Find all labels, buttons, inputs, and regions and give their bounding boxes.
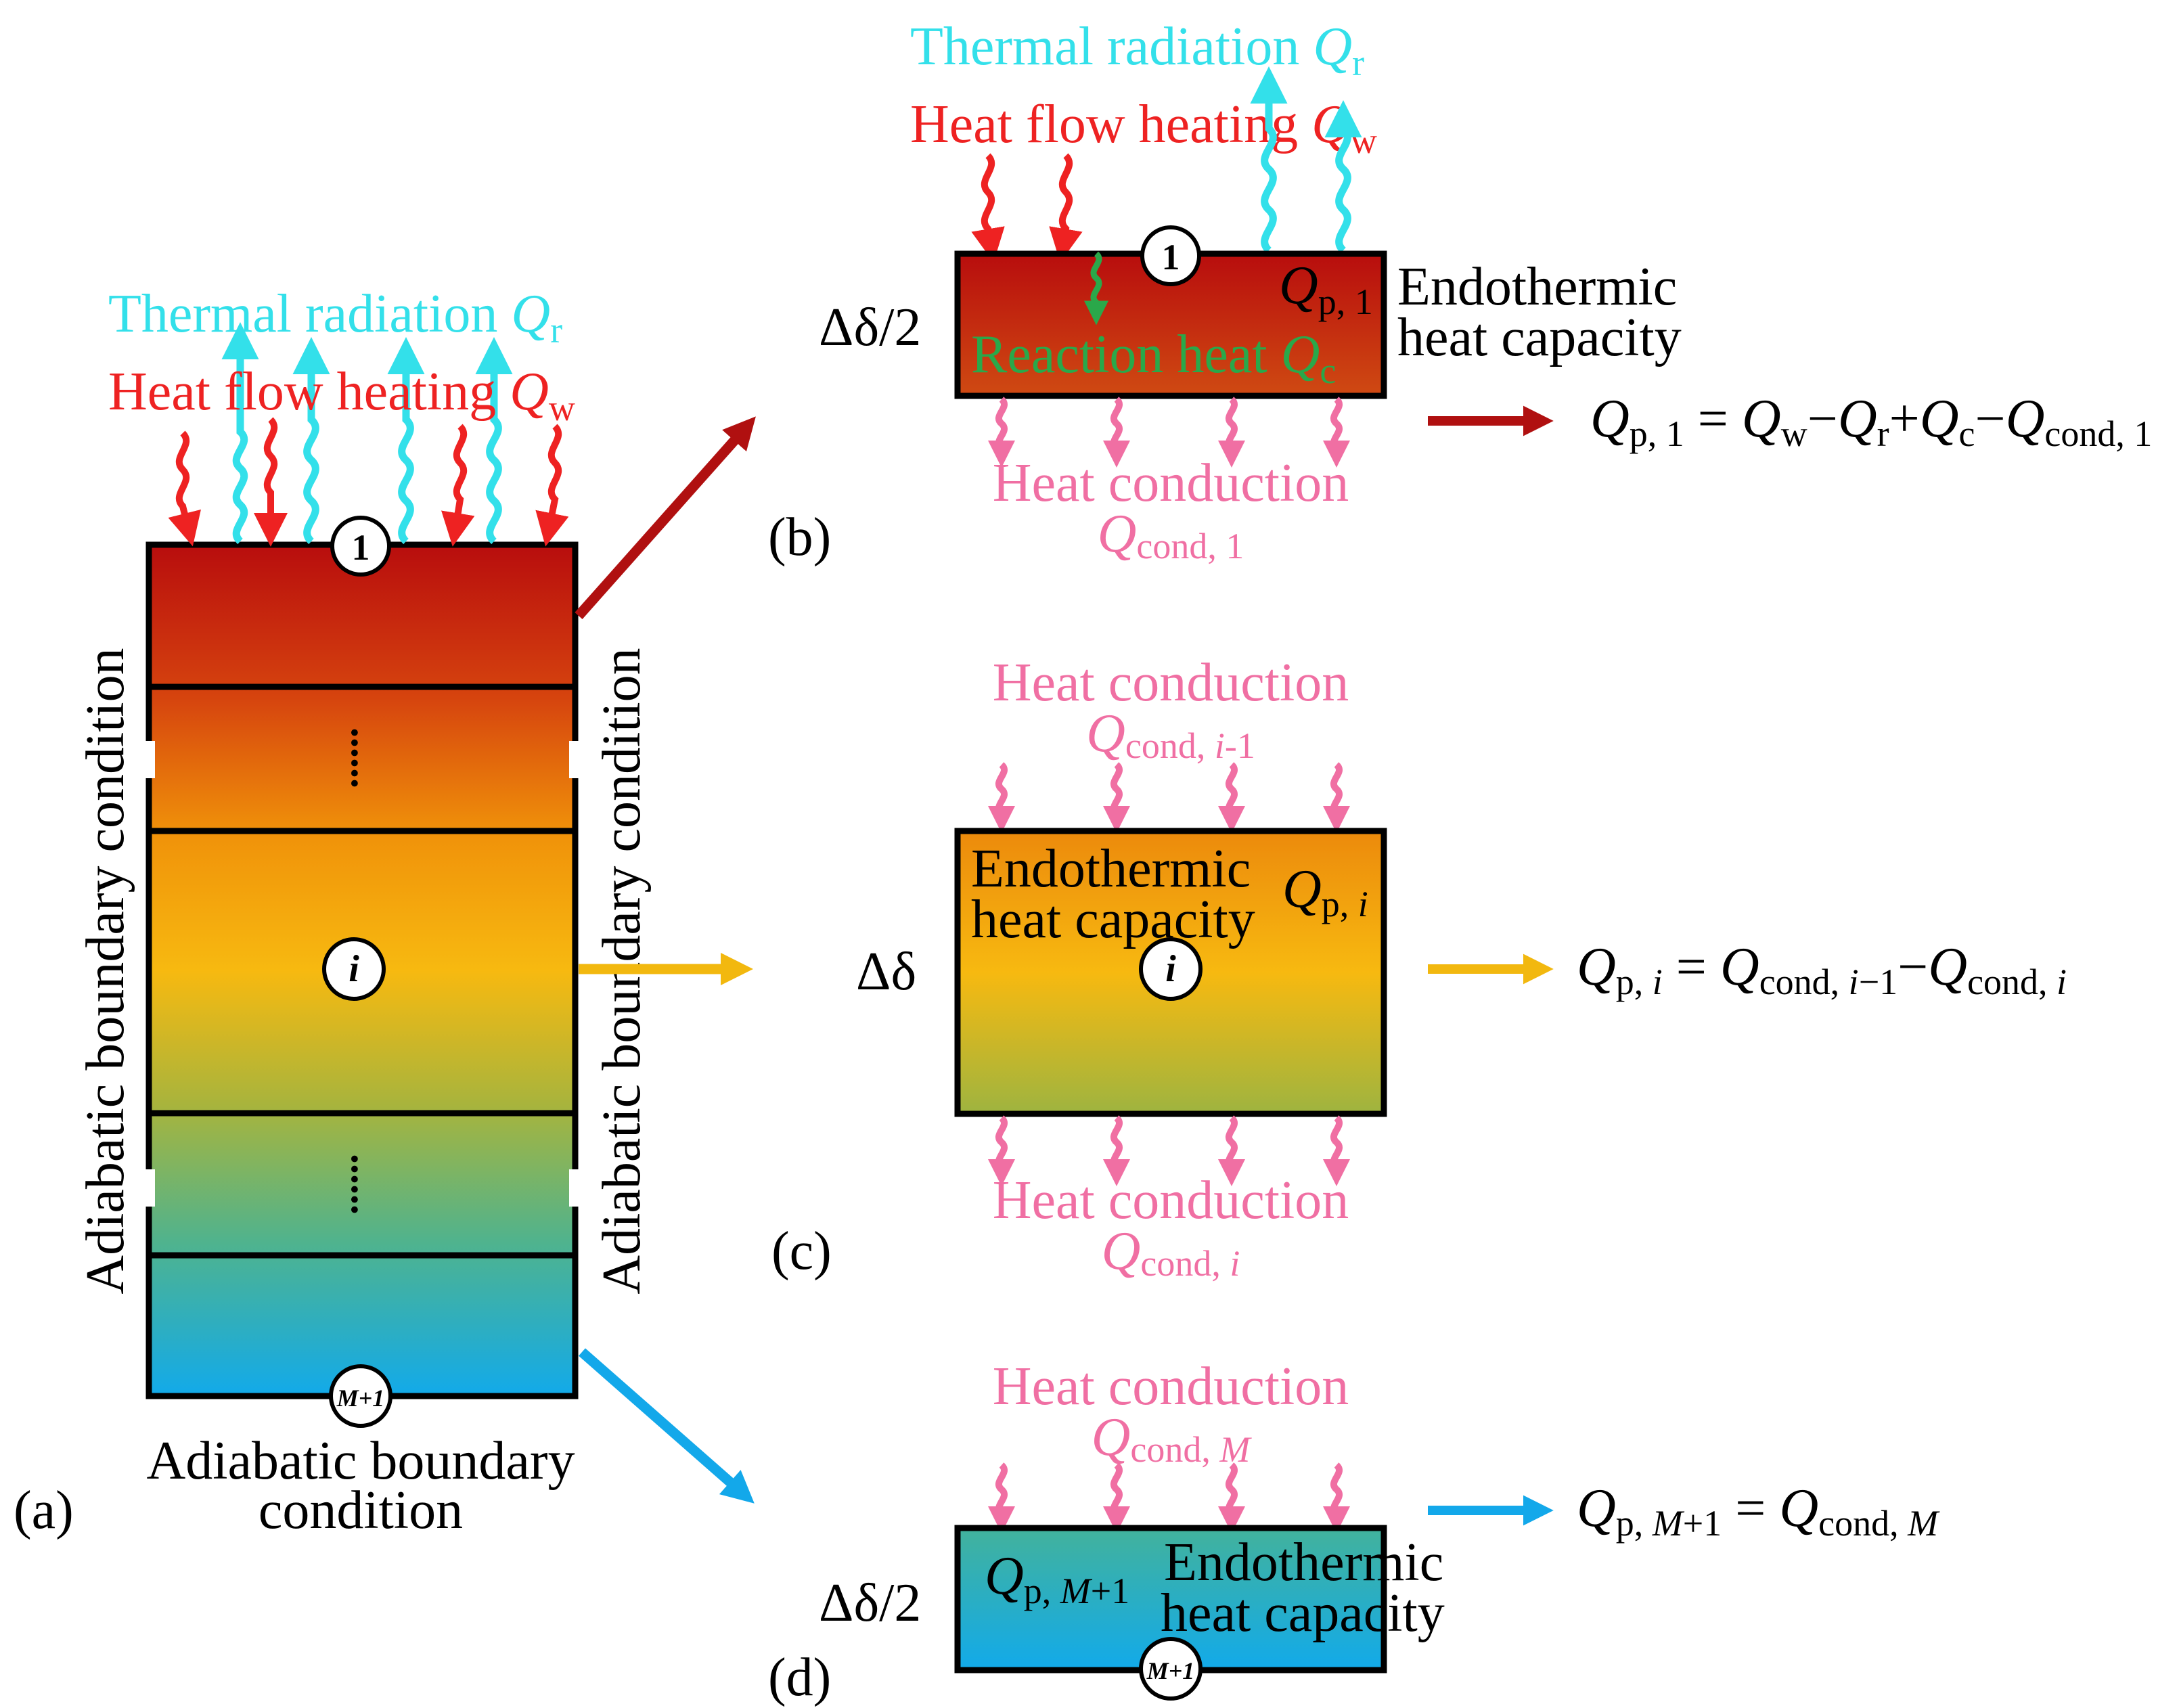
- connector-arrow-bottom: [579, 1348, 755, 1504]
- b-heat-flow-heating-label: Heat flow heating Qw: [910, 95, 1377, 161]
- radiation-wave-arrow: [221, 322, 259, 545]
- thermal-radiation-label: Thermal radiation Qr: [108, 284, 562, 351]
- heating-wave-arrow: [168, 430, 201, 547]
- b-heating-wave-arrow: [971, 153, 1005, 263]
- c-bottom-conduction-wave-arrow: [988, 1115, 1015, 1186]
- border-gap: [569, 1169, 581, 1207]
- c-node-i: [1139, 937, 1203, 1001]
- heating-wave-arrow: [254, 417, 288, 547]
- radiation-wave-arrow: [475, 337, 513, 545]
- ellipsis-upper: ......: [343, 727, 388, 788]
- d-conduction-wave-arrow: [1218, 1462, 1245, 1533]
- b-reaction-wave-arrow: [1084, 251, 1108, 325]
- d-thickness-label: Δδ/2: [819, 1573, 921, 1633]
- d-endothermic-line1: Endothermic: [1164, 1533, 1443, 1592]
- c-thickness-label: Δδ: [856, 942, 916, 1002]
- d-q-cond-label: Qcond, M: [1092, 1408, 1253, 1470]
- panel-d-label: (d): [768, 1648, 831, 1707]
- d-node-m-plus-1-label: M+1: [1146, 1657, 1195, 1684]
- panel-b: Thermal radiation Qr Heat flow heating Q…: [768, 17, 2152, 567]
- c-bottom-conduction-wave-arrow: [1323, 1115, 1350, 1186]
- panel-b-label: (b): [768, 508, 831, 567]
- node-1-label: 1: [352, 527, 370, 568]
- c-bottom-q-cond-label: Qcond, i: [1102, 1221, 1240, 1284]
- d-node-m-plus-1: [1139, 1637, 1203, 1701]
- c-top-conduction-wave-arrow: [1218, 762, 1245, 833]
- c-endothermic-line1: Endothermic: [971, 839, 1251, 899]
- border-gap: [143, 741, 155, 778]
- d-conduction-wave-arrow: [988, 1462, 1015, 1533]
- b-reaction-heat-label: Reaction heat Qc: [971, 325, 1336, 391]
- panel-c: Heat conduction Qcond, i-1 Endothermic h…: [771, 653, 2067, 1284]
- node-m-plus-1-label: M+1: [336, 1385, 385, 1412]
- panel-d: Heat conduction Qcond, M Qp, M+1 Endothe…: [768, 1357, 1940, 1707]
- c-node-i-label: i: [1165, 948, 1176, 990]
- c-top-q-cond-label: Qcond, i-1: [1086, 704, 1255, 766]
- left-adiabatic-boundary-label: Adiabatic boundary condition: [76, 648, 135, 1294]
- d-heat-conduction-label: Heat conduction: [993, 1357, 1349, 1416]
- b-node-1-label: 1: [1162, 237, 1180, 277]
- c-balance-equation: Qp, i = Qcond, i−1−Qcond, i: [1577, 937, 2067, 1002]
- d-qp-label: Qp, M+1: [985, 1546, 1129, 1611]
- border-gap: [143, 1169, 155, 1207]
- b-thickness-label: Δδ/2: [819, 298, 921, 357]
- b-q-cond-label: Qcond, 1: [1098, 504, 1244, 566]
- bottom-adiabatic-boundary-line1: Adiabatic boundary: [146, 1431, 575, 1491]
- b-node-1: [1140, 225, 1201, 286]
- b-heat-conduction-label: Heat conduction: [993, 453, 1349, 513]
- heat-flow-heating-label: Heat flow heating Qw: [108, 362, 575, 428]
- c-qp-label: Qp, i: [1282, 859, 1368, 924]
- border-gap: [569, 741, 581, 778]
- b-conduction-wave-arrow: [1218, 397, 1245, 468]
- c-bottom-conduction-wave-arrow: [1103, 1115, 1130, 1186]
- bottom-adiabatic-boundary-line2: condition: [259, 1481, 463, 1540]
- d-conduction-wave-arrow: [1323, 1462, 1350, 1533]
- connector-arrow-top: [575, 416, 756, 619]
- b-radiation-wave-arrow: [1250, 66, 1288, 254]
- b-radiation-wave-arrow: [1324, 100, 1362, 254]
- b-conduction-wave-arrow: [1103, 397, 1130, 468]
- d-conduction-wave-arrow: [1103, 1462, 1130, 1533]
- b-endothermic-line1: Endothermic: [1397, 257, 1677, 317]
- radiation-wave-arrow: [292, 337, 330, 545]
- node-i-label: i: [349, 948, 359, 990]
- c-top-heat-conduction-label: Heat conduction: [993, 653, 1349, 713]
- panel-a-label: (a): [14, 1481, 74, 1540]
- b-thermal-radiation-label: Thermal radiation Qr: [910, 17, 1364, 83]
- radiation-wave-arrow: [387, 337, 425, 545]
- c-endothermic-line2: heat capacity: [971, 890, 1255, 949]
- c-top-conduction-wave-arrow: [1323, 762, 1350, 833]
- node-1: [330, 516, 391, 577]
- heating-wave-arrow: [535, 424, 569, 547]
- c-bottom-heat-conduction-label: Heat conduction: [993, 1171, 1349, 1230]
- b-qp-label: Qp, 1: [1279, 256, 1373, 322]
- b-conduction-wave-arrow: [1323, 397, 1350, 468]
- node-i: [322, 937, 386, 1001]
- c-top-conduction-wave-arrow: [988, 762, 1015, 833]
- heating-wave-arrow: [441, 424, 475, 547]
- node-m-plus-1: [329, 1364, 392, 1428]
- c-bottom-conduction-wave-arrow: [1218, 1115, 1245, 1186]
- d-balance-equation: Qp, M+1 = Qcond, M: [1577, 1479, 1940, 1544]
- b-endothermic-line2: heat capacity: [1397, 308, 1682, 367]
- c-top-conduction-wave-arrow: [1103, 762, 1130, 833]
- d-endothermic-line2: heat capacity: [1161, 1583, 1445, 1643]
- b-heating-wave-arrow: [1049, 153, 1083, 263]
- b-balance-equation: Qp, 1 = Qw−Qr+Qc−Qcond, 1: [1590, 389, 2152, 454]
- b-conduction-wave-arrow: [988, 397, 1015, 468]
- panel-c-label: (c): [771, 1221, 832, 1281]
- ellipsis-lower: ......: [343, 1154, 388, 1215]
- panel-a: ...... ...... Thermal radiation Qr Heat …: [14, 284, 756, 1540]
